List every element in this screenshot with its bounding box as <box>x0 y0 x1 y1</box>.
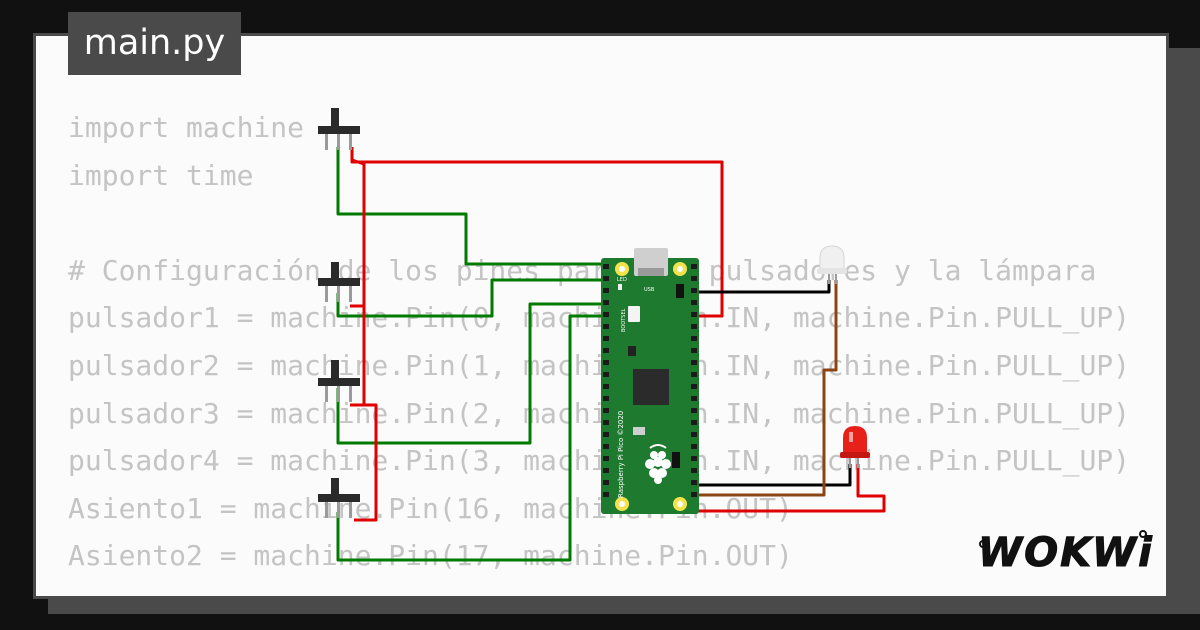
red-led[interactable] <box>840 426 870 468</box>
bootsel-button[interactable] <box>628 306 640 322</box>
logo-text: WOKWi <box>978 530 1154 576</box>
led-label: LED <box>617 277 627 283</box>
file-tab[interactable]: main.py <box>68 12 241 75</box>
pico-board[interactable]: LED USB BOOTSEL Raspberry Pi Pico ©2020 <box>601 248 699 514</box>
wires <box>336 147 886 562</box>
chip <box>633 427 645 435</box>
code-line: pulsador3 = machine.Pin(2, machine.Pin.I… <box>68 396 1131 430</box>
slide-switch[interactable] <box>318 108 360 150</box>
wire-green <box>336 314 608 562</box>
code-line: Asiento2 = machine.Pin(17, machine.Pin.O… <box>68 539 793 573</box>
pin-header-left <box>603 264 609 497</box>
wire-green <box>336 147 608 266</box>
code-line: import time <box>68 158 254 192</box>
wire-red <box>354 403 378 522</box>
raspberry-logo-icon <box>645 444 671 484</box>
wire-green <box>336 302 608 445</box>
wire-red <box>692 464 886 513</box>
code-line: pulsador1 = machine.Pin(0, machine.Pin.I… <box>68 301 1131 335</box>
chip <box>676 284 684 298</box>
wire-red <box>350 306 366 407</box>
pin-header-right <box>691 264 697 497</box>
wire-red <box>350 147 724 318</box>
wire-brown <box>692 280 838 497</box>
code-line: pulsador4 = machine.Pin(3, machine.Pin.I… <box>68 444 1131 478</box>
wire-red <box>350 158 366 308</box>
rp2040-chip <box>633 369 669 405</box>
usb-label: USB <box>644 287 655 293</box>
chip <box>628 346 636 356</box>
wire-black <box>690 280 831 294</box>
onboard-led <box>618 284 622 290</box>
board-name: Raspberry Pi Pico ©2020 <box>617 411 625 498</box>
slide-switch[interactable] <box>318 360 360 402</box>
wokwi-logo: WOKWi <box>978 530 1154 577</box>
slide-switch[interactable] <box>318 262 360 302</box>
white-led[interactable] <box>817 245 847 284</box>
wire-black <box>690 464 852 487</box>
code-line: import machine <box>68 111 305 144</box>
chip <box>672 452 680 468</box>
wire-green <box>336 278 608 318</box>
bootsel-label: BOOTSEL <box>621 308 627 332</box>
slide-switch[interactable] <box>318 478 360 518</box>
